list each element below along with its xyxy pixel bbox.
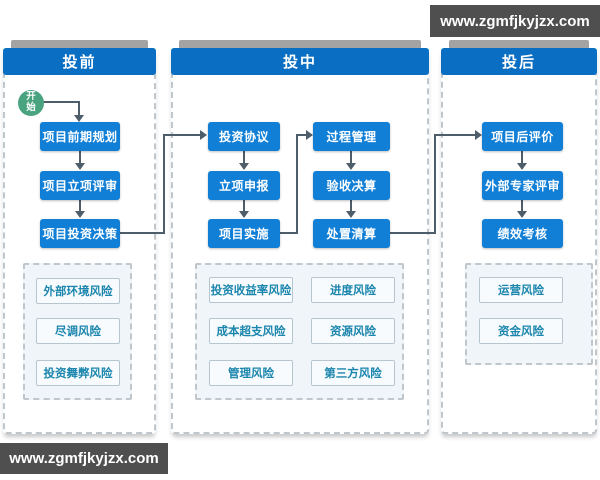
risk-external-environment: 外部环境风险 (36, 278, 120, 304)
connector-line (521, 151, 523, 164)
arrowhead-right (475, 130, 482, 140)
connector-line (243, 151, 245, 164)
column-header-shadow (179, 40, 421, 50)
connector-line (350, 200, 352, 212)
step-project-implementation: 项目实施 (208, 219, 280, 248)
connector-line (42, 101, 80, 103)
column-header-shadow (449, 40, 589, 50)
column-header-post: 投后 (441, 48, 597, 75)
step-external-expert-review: 外部专家评审 (482, 171, 563, 200)
arrowhead-down (346, 163, 356, 170)
connector-line (78, 101, 80, 115)
connector-line (120, 232, 165, 234)
start-node-label: 开始 (26, 91, 36, 113)
arrowhead-right (200, 130, 207, 140)
arrowhead-down (517, 211, 527, 218)
risk-investment-fraud: 投资舞弊风险 (36, 360, 120, 386)
risk-investment-return-rate: 投资收益率风险 (209, 277, 293, 303)
connector-line (521, 200, 523, 212)
connector-line (243, 200, 245, 212)
risk-operation: 运营风险 (479, 277, 563, 303)
connector-line (434, 134, 475, 136)
arrowhead-down (517, 163, 527, 170)
connector-line (79, 151, 81, 164)
watermark-bottom-left: www.zgmfjkyjzx.com (0, 443, 168, 474)
step-performance-assessment: 绩效考核 (482, 219, 563, 248)
step-project-filing: 立项申报 (208, 171, 280, 200)
connector-line (79, 200, 81, 212)
step-post-evaluation: 项目后评价 (482, 122, 563, 151)
arrowhead-down (75, 163, 85, 170)
start-node: 开始 (18, 90, 44, 116)
column-header-pre: 投前 (3, 48, 156, 75)
arrowhead-down (75, 211, 85, 218)
risk-due-diligence: 尽调风险 (36, 318, 120, 344)
arrowhead-down (239, 163, 249, 170)
connector-line (296, 134, 307, 136)
watermark-top-right: www.zgmfjkyjzx.com (430, 5, 600, 37)
column-header-mid: 投中 (171, 48, 429, 75)
connector-line (350, 151, 352, 164)
risk-cost-overrun: 成本超支风险 (209, 318, 293, 344)
connector-line (163, 134, 165, 234)
arrowhead-down (74, 115, 84, 122)
step-investment-decision: 项目投资决策 (40, 219, 120, 248)
step-disposal-liquidation: 处置清算 (313, 219, 390, 248)
step-process-management: 过程管理 (313, 122, 390, 151)
connector-line (163, 134, 201, 136)
column-header-shadow (11, 40, 148, 50)
risk-resource: 资源风险 (311, 318, 395, 344)
arrowhead-right (306, 130, 313, 140)
risk-schedule: 进度风险 (311, 277, 395, 303)
risk-third-party: 第三方风险 (311, 360, 395, 386)
arrowhead-down (239, 211, 249, 218)
risk-funding: 资金风险 (479, 318, 563, 344)
risk-management: 管理风险 (209, 360, 293, 386)
step-acceptance-settlement: 验收决算 (313, 171, 390, 200)
connector-line (296, 134, 298, 234)
step-investment-agreement: 投资协议 (208, 122, 280, 151)
arrowhead-down (346, 211, 356, 218)
connector-line (390, 232, 436, 234)
step-project-approval-review: 项目立项评审 (40, 171, 120, 200)
step-project-preplanning: 项目前期规划 (40, 122, 120, 151)
connector-line (280, 232, 298, 234)
connector-line (434, 134, 436, 234)
